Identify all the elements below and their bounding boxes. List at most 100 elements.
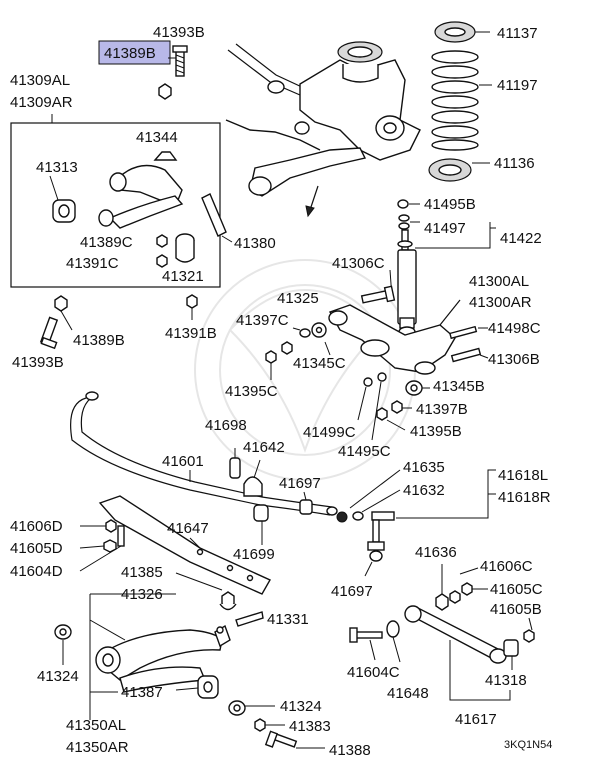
label-41422: 41422 <box>500 230 542 247</box>
label-41495C: 41495C <box>338 443 391 460</box>
bolt-41393B-bottom <box>39 316 59 350</box>
bolt-41306C <box>360 285 396 304</box>
bracket-41380 <box>201 193 227 237</box>
shock-absorber-41422 <box>397 229 417 338</box>
bushing-41699 <box>253 504 269 522</box>
label-41380: 41380 <box>234 235 276 252</box>
stabilizer-bar-41601 <box>70 391 338 516</box>
label-41393B-top: 41393B <box>153 24 205 41</box>
label-41326: 41326 <box>121 586 163 603</box>
nut-41389B <box>158 83 172 100</box>
label-41601: 41601 <box>162 453 204 470</box>
label-41385: 41385 <box>121 564 163 581</box>
label-41197: 41197 <box>497 77 538 94</box>
label-41350AL: 41350AL <box>66 717 126 734</box>
label-41389B-bottom: 41389B <box>73 332 125 349</box>
label-41391C: 41391C <box>66 255 119 272</box>
label-41309AR: 41309AR <box>10 94 73 111</box>
washer-41325 <box>299 328 311 338</box>
washer-41499C <box>363 377 373 387</box>
label-41389B-top: 41389B <box>104 45 156 62</box>
label-41309AL: 41309AL <box>10 72 70 89</box>
stabilizer-link-41618 <box>336 511 395 562</box>
label-41499C: 41499C <box>303 424 356 441</box>
spring-lower-seat-41136 <box>428 158 472 182</box>
nut-41605B <box>523 629 535 643</box>
bolt-41306B <box>450 347 482 363</box>
label-41495B: 41495B <box>424 196 476 213</box>
label-41636: 41636 <box>415 544 457 561</box>
washer-41648 <box>386 620 400 638</box>
nut-41395C <box>265 350 277 364</box>
label-41606C: 41606C <box>480 558 533 575</box>
label-41605C: 41605C <box>490 581 543 598</box>
bolt-41331 <box>235 611 264 627</box>
label-41325: 41325 <box>277 290 319 307</box>
label-41395B: 41395B <box>410 423 462 440</box>
label-41344: 41344 <box>136 129 178 146</box>
label-41397B: 41397B <box>416 401 468 418</box>
label-41313: 41313 <box>36 159 78 176</box>
label-41137: 41137 <box>497 25 538 42</box>
bolt-41604C <box>349 627 383 643</box>
nut-41389C <box>156 234 168 248</box>
label-41395C: 41395C <box>225 383 278 400</box>
bushing-41326-b <box>219 603 237 611</box>
nut-41391C <box>156 254 168 268</box>
bushing-41313 <box>52 199 76 223</box>
nut-41605C <box>461 582 473 596</box>
label-41497: 41497 <box>424 220 466 237</box>
label-41699: 41699 <box>233 546 275 563</box>
label-41387: 41387 <box>121 684 163 701</box>
label-41388: 41388 <box>329 742 371 759</box>
label-41389C: 41389C <box>80 234 133 251</box>
label-41306C: 41306C <box>332 255 385 272</box>
washer-41495C <box>377 372 387 382</box>
label-41648: 41648 <box>387 685 429 702</box>
label-41618R: 41618R <box>498 489 551 506</box>
label-41606D: 41606D <box>10 518 63 535</box>
bolt-41604D <box>117 525 125 547</box>
label-41318: 41318 <box>485 672 527 689</box>
label-41618L: 41618L <box>498 467 548 484</box>
nut-41606D <box>105 519 117 533</box>
nut-41383 <box>254 718 266 732</box>
label-41642: 41642 <box>243 439 285 456</box>
coil-spring-41197 <box>431 50 479 151</box>
bolt-41393B-top <box>172 45 188 77</box>
dust-boot-41321 <box>175 233 195 263</box>
bushing-41697-a <box>299 499 313 515</box>
bolt-41498C <box>449 325 478 340</box>
label-41300AR: 41300AR <box>469 294 532 311</box>
label-41136: 41136 <box>494 155 535 172</box>
label-41697-a: 41697 <box>279 475 321 492</box>
bracket-41698 <box>229 457 241 479</box>
bracket-plate-41647 <box>98 495 271 595</box>
label-41391B: 41391B <box>165 325 217 342</box>
label-41697-b: 41697 <box>331 583 373 600</box>
label-41617: 41617 <box>455 711 497 728</box>
label-41632: 41632 <box>403 482 445 499</box>
label-41635: 41635 <box>403 459 445 476</box>
label-41604C: 41604C <box>347 664 400 681</box>
callout-labels: 41393B 41389B 41309AL 41309AR 41344 4131… <box>10 24 552 759</box>
label-41397C: 41397C <box>236 312 289 329</box>
label-41306B: 41306B <box>488 351 540 368</box>
label-41331: 41331 <box>267 611 309 628</box>
spring-upper-seat-41137 <box>434 21 476 43</box>
bolt-41388 <box>264 730 298 748</box>
label-41605B: 41605B <box>490 601 542 618</box>
upper-arm-assembly-box <box>10 122 221 288</box>
label-41324-b: 41324 <box>280 698 322 715</box>
bushing-41497-a <box>398 214 410 222</box>
nut-41395B <box>376 407 388 421</box>
label-41498C: 41498C <box>488 320 541 337</box>
nut-41606C <box>449 590 461 604</box>
label-41321: 41321 <box>162 268 204 285</box>
label-41383: 41383 <box>289 718 331 735</box>
rear-knuckle-assembly <box>225 41 421 218</box>
lateral-rod-41617 <box>404 605 519 664</box>
label-41604D: 41604D <box>10 563 63 580</box>
